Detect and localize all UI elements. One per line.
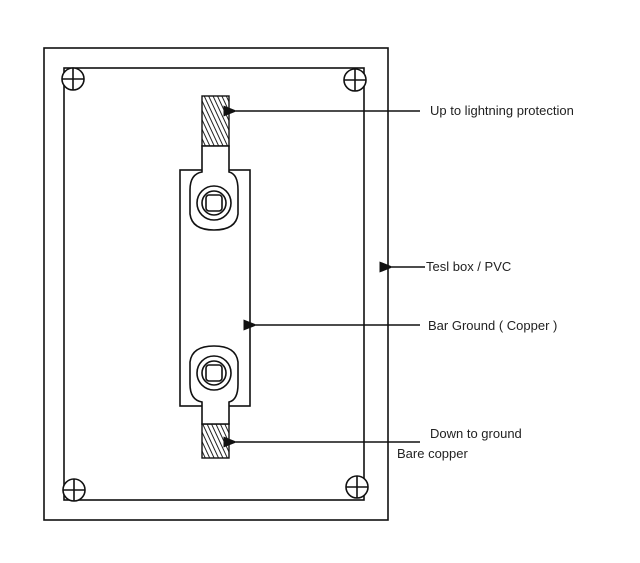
test-box-outer	[43, 47, 389, 521]
bolt-icon	[196, 185, 232, 221]
label-test-box: Tesl box / PVC	[426, 259, 512, 274]
label-down-to-ground: Down to ground	[430, 426, 522, 441]
copper-cable-bottom	[201, 423, 230, 459]
screw-icon	[61, 67, 85, 91]
screw-icon	[62, 478, 86, 502]
copper-cable-top	[201, 95, 230, 147]
screw-icon	[345, 475, 369, 499]
bolt-icon	[196, 355, 232, 391]
label-bar-ground: Bar Ground ( Copper )	[428, 318, 558, 333]
bar-ground	[179, 145, 251, 425]
label-bare-copper: Bare copper	[397, 446, 468, 461]
test-box-inner	[63, 67, 365, 501]
mounting-screws	[61, 67, 369, 502]
label-up-to-lightning: Up to lightning protection	[430, 103, 574, 118]
screw-icon	[343, 68, 367, 92]
